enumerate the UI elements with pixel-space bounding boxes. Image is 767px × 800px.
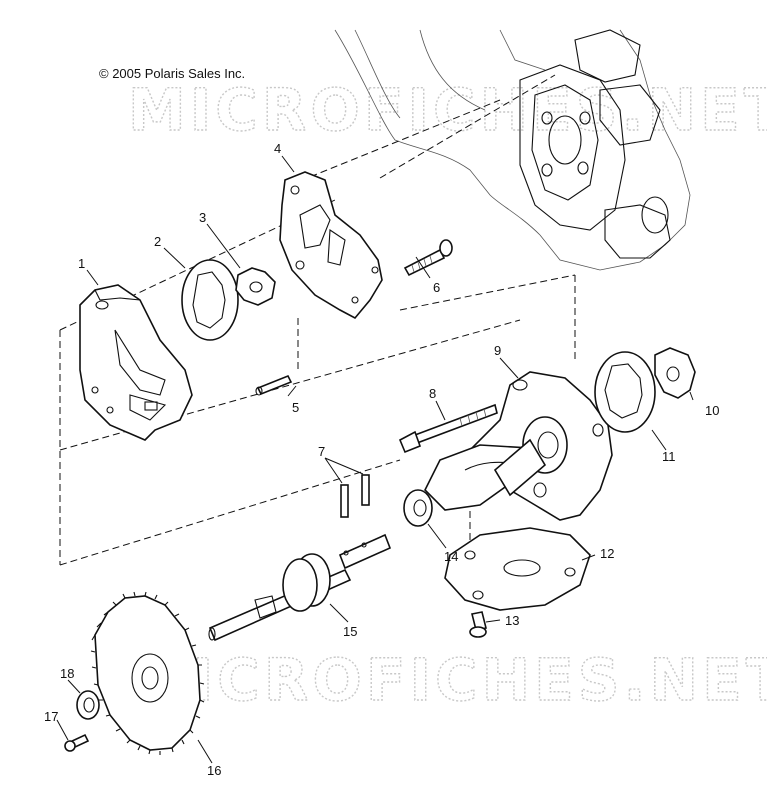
outer-rotor-part-11 — [594, 351, 656, 433]
watermark-top: MICROFICHES.NET — [128, 76, 767, 144]
watermark-bottom: MICROFICHES.NET — [130, 646, 767, 714]
callout-6: 6 — [433, 280, 440, 295]
outer-rotor-part-2 — [181, 259, 239, 341]
callout-15: 15 — [343, 624, 357, 639]
copyright-notice: © 2005 Polaris Sales Inc. — [99, 66, 246, 81]
washer-part-14 — [403, 489, 433, 527]
callout-17: 17 — [44, 709, 58, 724]
pump-housing-part-9 — [424, 371, 613, 521]
callout-labels: 1 2 3 4 5 6 7 8 9 10 11 12 13 14 15 16 1… — [44, 141, 719, 778]
callout-2: 2 — [154, 234, 161, 249]
screw-part-13 — [469, 611, 487, 638]
shaft-part-15 — [208, 533, 392, 642]
bolt-part-8 — [398, 403, 498, 454]
callout-8: 8 — [429, 386, 436, 401]
callout-5: 5 — [292, 400, 299, 415]
washer-part-18 — [76, 690, 100, 720]
inner-rotor-part-10 — [654, 347, 696, 399]
callout-3: 3 — [199, 210, 206, 225]
dowel-pin-part-5 — [255, 374, 293, 396]
engine-case — [334, 29, 691, 271]
pump-body-part-4 — [279, 171, 383, 320]
cover-plate-part-12 — [444, 527, 591, 611]
leader-lines — [56, 155, 694, 764]
callout-16: 16 — [207, 763, 221, 778]
callout-7: 7 — [318, 444, 325, 459]
screw-part-17 — [64, 733, 90, 752]
callout-11: 11 — [662, 449, 676, 464]
callout-12: 12 — [600, 546, 614, 561]
callout-13: 13 — [505, 613, 519, 628]
callout-10: 10 — [705, 403, 719, 418]
pins-part-7 — [340, 474, 370, 518]
callout-9: 9 — [494, 343, 501, 358]
callout-14: 14 — [444, 549, 458, 564]
callout-18: 18 — [60, 666, 74, 681]
callout-1: 1 — [78, 256, 85, 271]
pump-plate-part-1 — [79, 284, 193, 441]
screw-part-6 — [403, 239, 453, 277]
inner-rotor-part-3 — [235, 267, 276, 306]
gear-part-16 — [90, 591, 205, 755]
callout-4: 4 — [274, 141, 281, 156]
